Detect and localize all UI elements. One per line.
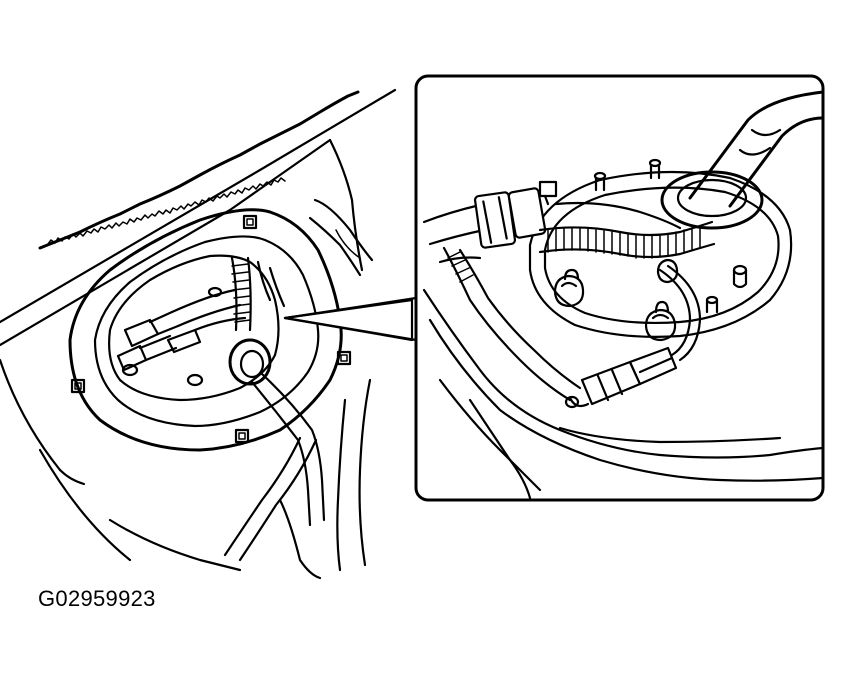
flange-studs [553,158,748,342]
detail-inset [414,74,825,502]
fuel-pump-assembly-overview [116,256,326,562]
figure-code-label: G02959923 [38,586,156,611]
callout-pointer [283,296,418,342]
vehicle-floor-panel [0,88,397,580]
fuel-hose [660,90,825,230]
access-hole-frame [68,208,352,452]
inset-body-lines [422,288,825,500]
wire-harness [422,180,716,409]
